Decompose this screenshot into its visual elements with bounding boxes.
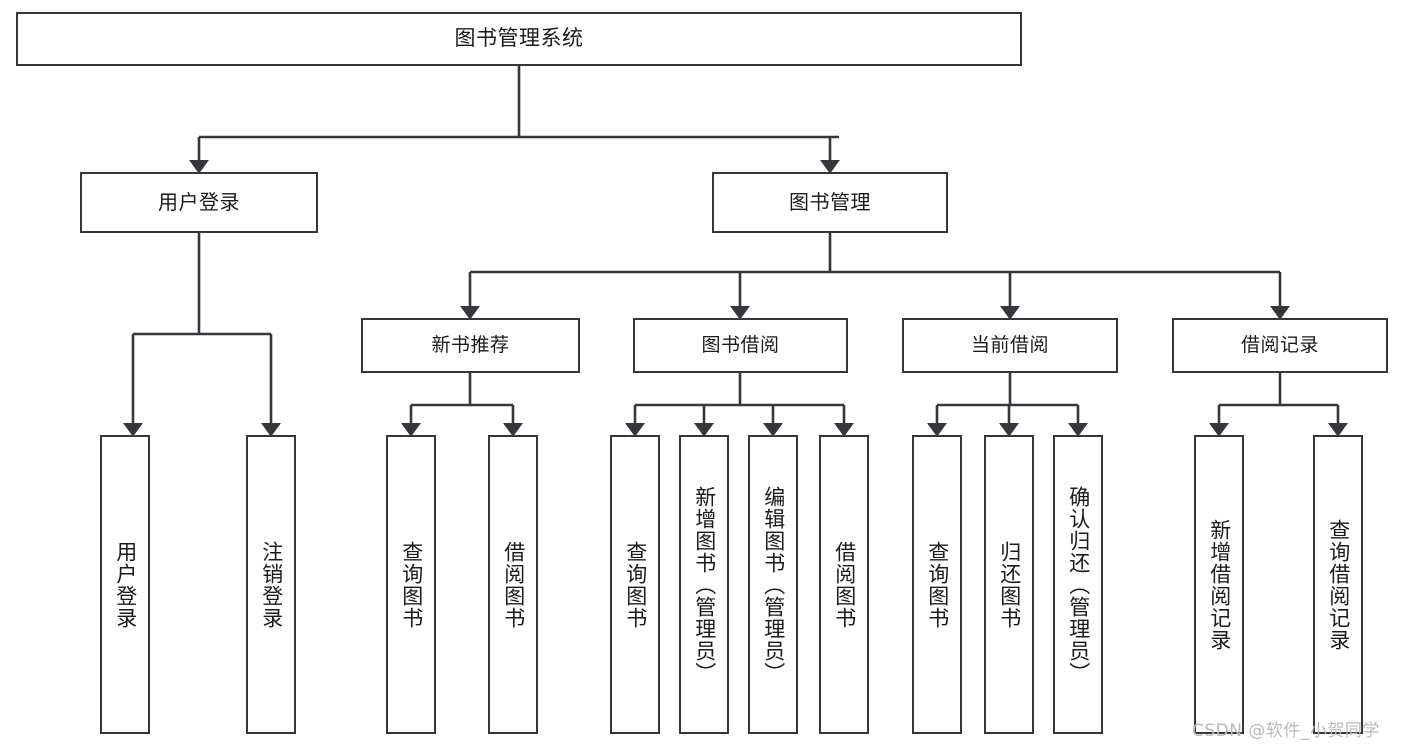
leaf-query-book-1[interactable]: 查询图书 <box>386 435 436 734</box>
node-current-borrow-label: 当前借阅 <box>970 333 1049 356</box>
leaf-user-logout-label: 注销登录 <box>259 540 284 629</box>
leaf-borrow-book-2[interactable]: 借阅图书 <box>819 435 869 734</box>
leaf-user-login-label: 用户登录 <box>113 540 138 629</box>
leaf-borrow-book-1[interactable]: 借阅图书 <box>488 435 538 734</box>
leaf-borrow-book-1-label: 借阅图书 <box>501 540 526 629</box>
leaf-query-book-2[interactable]: 查询图书 <box>610 435 660 734</box>
node-borrow-record[interactable]: 借阅记录 <box>1172 318 1388 373</box>
leaf-add-record-label: 新增借阅记录 <box>1207 518 1232 651</box>
leaf-query-book-1-label: 查询图书 <box>399 540 424 629</box>
leaf-return-book-label: 归还图书 <box>997 540 1022 629</box>
node-new-book-recommend[interactable]: 新书推荐 <box>361 318 580 373</box>
leaf-return-book[interactable]: 归还图书 <box>984 435 1034 734</box>
leaf-add-book[interactable]: 新增图书（管理员） <box>679 435 729 734</box>
node-root[interactable]: 图书管理系统 <box>16 12 1022 66</box>
leaf-add-record[interactable]: 新增借阅记录 <box>1194 435 1244 734</box>
leaf-query-book-2-label: 查询图书 <box>623 540 648 629</box>
leaf-edit-book-label: 编辑图书（管理员） <box>761 485 786 684</box>
node-user-login-label: 用户登录 <box>158 190 240 215</box>
node-book-manage-label: 图书管理 <box>789 190 871 215</box>
leaf-query-record-label: 查询借阅记录 <box>1326 518 1351 651</box>
leaf-borrow-book-2-label: 借阅图书 <box>832 540 857 629</box>
leaf-query-book-3[interactable]: 查询图书 <box>912 435 962 734</box>
leaf-user-login[interactable]: 用户登录 <box>100 435 150 734</box>
node-book-manage[interactable]: 图书管理 <box>712 172 948 233</box>
leaf-query-book-3-label: 查询图书 <box>925 540 950 629</box>
leaf-confirm-return-label: 确认归还（管理员） <box>1066 485 1091 684</box>
node-user-login[interactable]: 用户登录 <box>80 172 318 233</box>
node-borrow-record-label: 借阅记录 <box>1240 333 1319 356</box>
node-root-label: 图书管理系统 <box>454 26 584 51</box>
leaf-edit-book[interactable]: 编辑图书（管理员） <box>748 435 798 734</box>
csdn-watermark: CSDN @软件_小贺同学 <box>1192 721 1380 741</box>
leaf-confirm-return[interactable]: 确认归还（管理员） <box>1053 435 1103 734</box>
node-book-borrow[interactable]: 图书借阅 <box>633 318 848 373</box>
leaf-query-record[interactable]: 查询借阅记录 <box>1313 435 1363 734</box>
leaf-add-book-label: 新增图书（管理员） <box>692 485 717 684</box>
node-current-borrow[interactable]: 当前借阅 <box>902 318 1118 373</box>
leaf-user-logout[interactable]: 注销登录 <box>246 435 296 734</box>
node-new-book-recommend-label: 新书推荐 <box>431 333 510 356</box>
node-book-borrow-label: 图书借阅 <box>701 333 780 356</box>
